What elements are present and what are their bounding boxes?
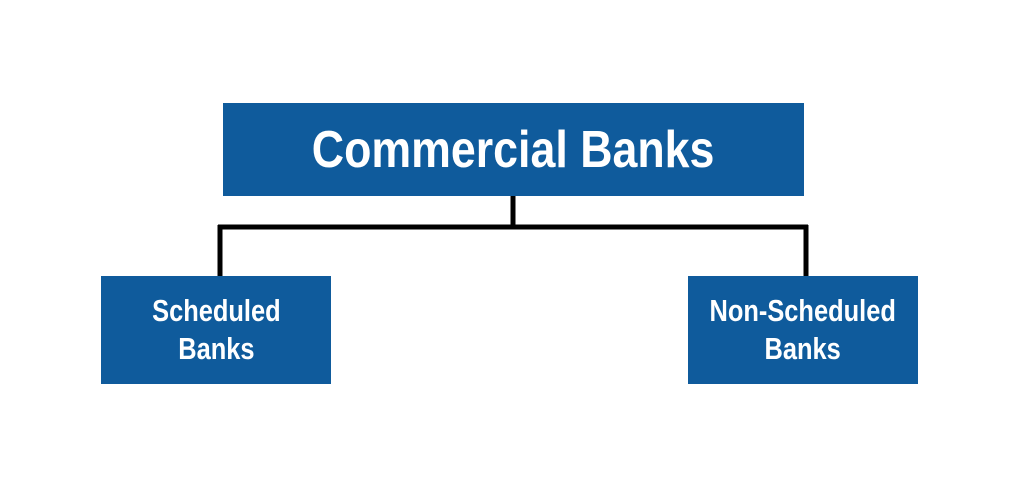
scheduled-banks-label: Scheduled Banks (151, 293, 281, 366)
non-scheduled-banks-label: Non-Scheduled Banks (709, 293, 897, 366)
commercial-banks-label: Commercial Banks (312, 120, 715, 179)
non-scheduled-banks-node: Non-Scheduled Banks (688, 276, 918, 384)
commercial-banks-node: Commercial Banks (223, 103, 804, 196)
scheduled-banks-node: Scheduled Banks (101, 276, 331, 384)
